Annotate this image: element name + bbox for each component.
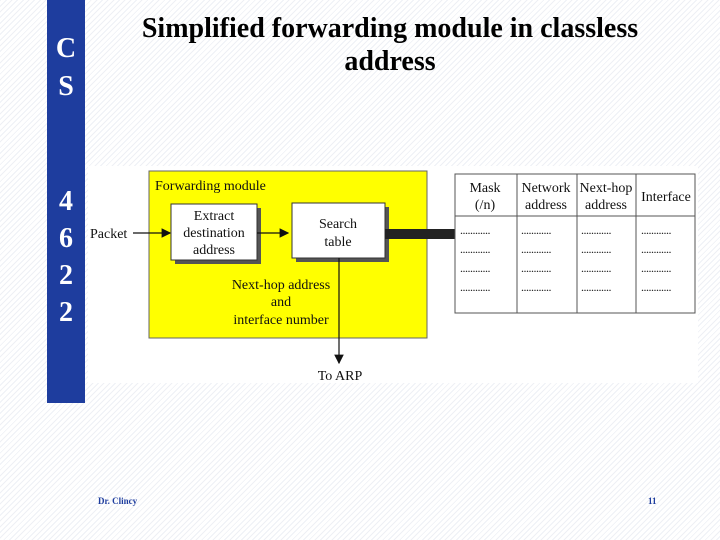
extract-box-line: address <box>193 243 235 258</box>
packet-label: Packet <box>90 227 127 242</box>
table-cell: ............ <box>521 223 552 237</box>
table-cell: ............ <box>521 280 552 294</box>
slide-title-line: Simplified forwarding module in classles… <box>141 13 639 44</box>
extract-box <box>170 203 258 261</box>
table-cell: ............ <box>581 223 612 237</box>
table-cell: ............ <box>641 242 672 256</box>
table-cell: ............ <box>581 242 612 256</box>
table-cell: ............ <box>460 223 491 237</box>
side-letter: C <box>55 33 77 64</box>
table-header-nexthop: Next-hop <box>580 181 633 196</box>
search-box-line: table <box>324 235 351 250</box>
extract-box-line: destination <box>183 226 244 241</box>
table-link-bar <box>385 229 455 239</box>
table-cell: ............ <box>641 223 672 237</box>
arp-label: To ARP <box>318 369 363 383</box>
table-header-network-sub: address <box>525 198 567 213</box>
search-box-line: Search <box>319 217 357 232</box>
nexthop-note-line: interface number <box>233 313 329 328</box>
table-cell: ............ <box>460 280 491 294</box>
page-number: 11 <box>648 496 657 506</box>
side-letter: 2 <box>59 297 73 328</box>
nexthop-note-line: and <box>271 295 291 310</box>
table-cell: ............ <box>581 280 612 294</box>
side-letter: S <box>58 71 74 102</box>
routing-table-header <box>454 173 696 217</box>
diagram-svg: Forwarding module Packet Extract destina… <box>90 170 696 383</box>
slide-title-line: address <box>344 46 436 77</box>
table-header-interface: Interface <box>641 190 691 205</box>
table-cell: ............ <box>641 280 672 294</box>
forwarding-diagram: Forwarding module Packet Extract destina… <box>88 166 698 383</box>
extract-box-line: Extract <box>194 209 235 224</box>
side-bar: C S 4 6 2 2 <box>47 0 85 403</box>
table-cell: ............ <box>581 261 612 275</box>
module-label: Forwarding module <box>155 179 266 194</box>
slide-title: Simplified forwarding module in classles… <box>110 12 670 78</box>
table-cell: ............ <box>460 261 491 275</box>
nexthop-note-line: Next-hop address <box>232 278 330 293</box>
table-cell: ............ <box>641 261 672 275</box>
table-header-nexthop-sub: address <box>585 198 627 213</box>
table-cell: ............ <box>460 242 491 256</box>
table-header-mask-sub: (/n) <box>475 198 496 213</box>
side-letter: 4 <box>59 186 73 217</box>
table-cell: ............ <box>521 261 552 275</box>
side-letter: 6 <box>59 223 73 254</box>
table-header-network: Network <box>522 181 571 196</box>
table-cell: ............ <box>521 242 552 256</box>
side-letter: 2 <box>59 260 73 291</box>
table-header-mask: Mask <box>469 181 500 196</box>
footer-author: Dr. Clincy <box>98 496 138 506</box>
